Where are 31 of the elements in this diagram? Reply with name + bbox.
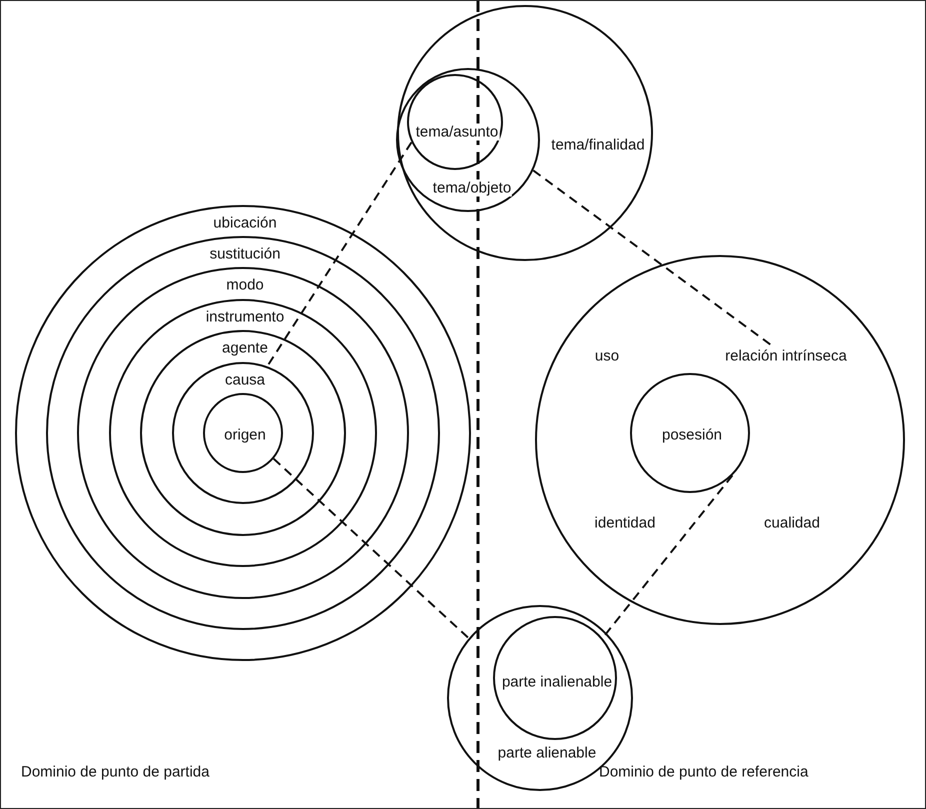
circle (15, 205, 471, 661)
circle (407, 74, 503, 170)
circle (140, 330, 346, 536)
domain-caption: Dominio de punto de referencia (598, 764, 810, 780)
circle (172, 362, 314, 504)
circle (493, 616, 617, 740)
circle (77, 267, 409, 599)
circle (203, 393, 283, 473)
dashed-connector (266, 142, 412, 367)
circle (396, 68, 540, 212)
circle (109, 299, 377, 567)
domain-caption: Dominio de punto de partida (20, 764, 210, 780)
circle-label: tema/asunto (414, 124, 500, 140)
circle-label: parte alienable (496, 744, 598, 762)
dashed-connector (272, 458, 470, 639)
circle-label: ubicación (212, 214, 278, 232)
circle (397, 5, 653, 261)
circle-label: instrumento (204, 308, 286, 326)
circle-label: origen (223, 426, 267, 444)
circle-label: agente (221, 340, 269, 356)
circle (46, 236, 440, 630)
circle-label: posesión (660, 426, 724, 444)
circle (535, 255, 905, 625)
circle-label: parte inalienable (500, 674, 614, 690)
circle-label: tema/objeto (432, 180, 512, 196)
circle-label: sustitución (208, 246, 282, 262)
dashed-connector (532, 170, 772, 346)
circle-label: modo (225, 276, 265, 294)
circle-label: causa (224, 372, 266, 388)
circle (630, 373, 750, 493)
circle-label: tema/finalidad (550, 136, 646, 154)
